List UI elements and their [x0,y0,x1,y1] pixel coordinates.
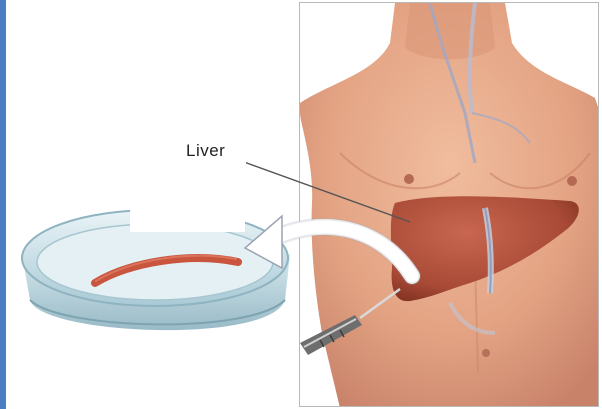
liver-pointer-line [244,162,410,222]
white-mask-box [130,158,245,232]
